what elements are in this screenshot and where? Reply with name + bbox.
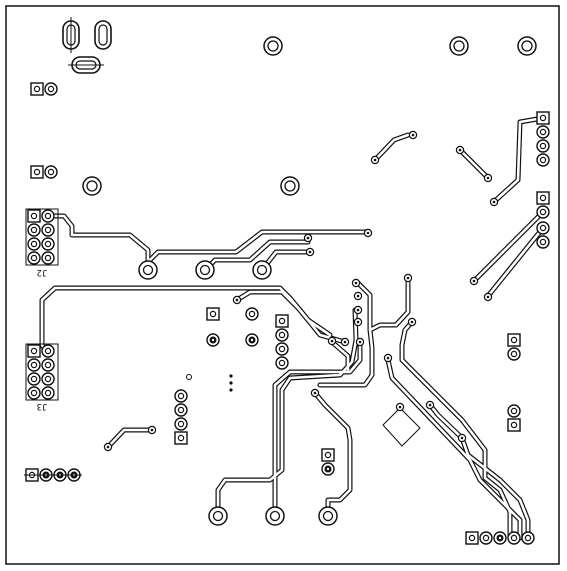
center-components xyxy=(103,130,499,476)
slot-pads xyxy=(62,17,112,74)
connector-j2 xyxy=(25,208,59,266)
header-bottom-right xyxy=(465,531,535,545)
traces xyxy=(39,115,546,541)
component-outline xyxy=(382,407,421,447)
board-outline xyxy=(5,5,560,565)
header-bottom-left xyxy=(24,468,82,482)
label-j3: J3 xyxy=(37,401,48,411)
label-j2: J2 xyxy=(37,267,48,277)
connector-j3 xyxy=(25,343,59,401)
